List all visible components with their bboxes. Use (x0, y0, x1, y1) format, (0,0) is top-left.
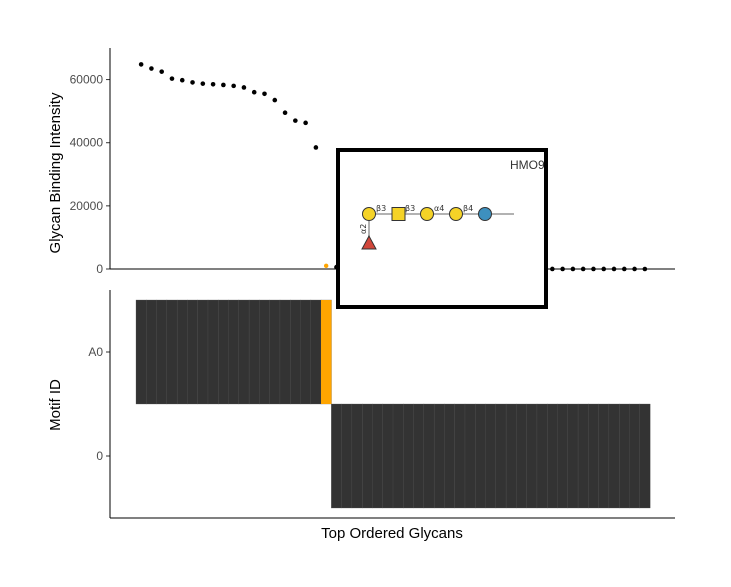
glycan-point (231, 83, 236, 89)
motif-cell (608, 403, 620, 509)
glycan-point (251, 89, 257, 95)
glcnac-symbol (391, 207, 406, 221)
glycan-point (169, 76, 175, 81)
motif-cell (341, 403, 353, 509)
linkage-label: α4 (434, 204, 444, 213)
y-tick-label: 0 (96, 262, 103, 276)
y-tick-label: 20000 (70, 199, 104, 213)
glycan-point (282, 110, 288, 116)
motif-cell (485, 403, 497, 509)
motif-cell (269, 299, 281, 405)
motif-cell (156, 299, 168, 405)
motif-cell (444, 403, 456, 509)
glycan-point (159, 69, 164, 74)
motif-cell (259, 299, 270, 405)
motif-cell (619, 403, 630, 509)
intensity-y-axis-title: Glycan Binding Intensity (47, 92, 64, 253)
glycan-name: HMO9 (510, 158, 545, 172)
intensity-y-ticks: 0 20000 40000 60000 (70, 73, 110, 276)
y-tick-label: 60000 (70, 73, 104, 87)
glycan-structure: β3 β3 α4 β4 α2 (359, 204, 514, 250)
galactose-symbol (420, 207, 434, 221)
motif-cell (166, 299, 178, 405)
motif-cell (238, 299, 250, 405)
glycan-point (221, 82, 226, 88)
glycan-inset: HMO9 β3 β3 α4 β4 α2 (336, 148, 548, 309)
motif-cell (547, 403, 558, 509)
motif-y-axis-title: Motif ID (47, 379, 64, 431)
motif-cell (413, 403, 425, 509)
galactose-symbol (449, 207, 463, 221)
intensity-scatter-panel: 0 20000 40000 60000 Glycan Binding Intensit… (47, 48, 675, 276)
motif-cell (228, 299, 240, 405)
motif-cell (207, 299, 219, 405)
motif-cell (362, 403, 373, 509)
motif-cell (454, 403, 466, 509)
motif-cell (526, 403, 538, 509)
motif-tick-label: 0 (96, 449, 103, 463)
motif-cell (629, 403, 641, 509)
glycan-point (190, 80, 195, 85)
motif-cell (187, 299, 199, 405)
glycan-point (293, 118, 298, 123)
motif-cell (577, 403, 589, 509)
motif-cell (598, 403, 610, 509)
glycan-point (262, 91, 267, 97)
motif-y-ticks: 0 A0 (88, 345, 110, 463)
motif-cell (290, 299, 301, 405)
motif-cell (557, 403, 569, 509)
linkage-label: β4 (463, 204, 473, 213)
motif-cell (135, 299, 147, 405)
motif-cell (392, 403, 404, 509)
motif-cell (197, 299, 209, 405)
motif-x-axis-title: Top Ordered Glycans (321, 525, 463, 542)
motif-cell (403, 403, 414, 509)
glycan-point (313, 145, 319, 150)
motif-cell (516, 403, 527, 509)
glycan-point (241, 85, 247, 90)
galactose-symbol (362, 207, 376, 221)
motif-cell (505, 403, 517, 509)
motif-cell (372, 403, 384, 509)
motif-cell (495, 403, 507, 509)
motif-cell (146, 299, 157, 405)
motif-cell (433, 403, 445, 509)
motif-cell (475, 403, 486, 509)
motif-cell (279, 299, 291, 405)
motif-cell (536, 403, 548, 509)
glycan-point (200, 81, 206, 86)
motif-heatmap-panel: 0 A0 Motif ID Top Ordered Glycans (47, 290, 675, 542)
linkage-label: β3 (405, 204, 415, 213)
motif-cell (567, 403, 579, 509)
linkage-label: β3 (376, 204, 386, 213)
highlighted-glycan-point (323, 263, 329, 269)
linkage-label: α2 (359, 224, 368, 234)
motif-cell (588, 403, 599, 509)
motif-cell (331, 403, 342, 509)
inset-frame (336, 148, 548, 309)
motif-cell (248, 299, 260, 405)
glycan-point (272, 97, 278, 103)
motif-cell (351, 403, 363, 509)
fucose-symbol (361, 234, 377, 250)
motif-cell (423, 403, 435, 509)
motif-cell (176, 299, 188, 405)
glycan-point (210, 82, 216, 87)
highlighted-motif-cell (321, 300, 332, 404)
glycan-point (179, 77, 185, 83)
motif-cell (382, 403, 394, 509)
motif-cells (135, 299, 651, 509)
motif-tick-label: A0 (88, 345, 103, 359)
glycan-point (138, 62, 144, 67)
motif-cell (310, 299, 322, 405)
glycan-point (149, 66, 154, 71)
motif-cell (300, 299, 312, 405)
motif-cell (464, 403, 476, 509)
y-tick-label: 40000 (70, 136, 104, 150)
motif-cell (218, 299, 229, 405)
glycan-point (303, 120, 308, 126)
motif-cell (639, 403, 651, 509)
glucose-symbol (478, 207, 492, 221)
